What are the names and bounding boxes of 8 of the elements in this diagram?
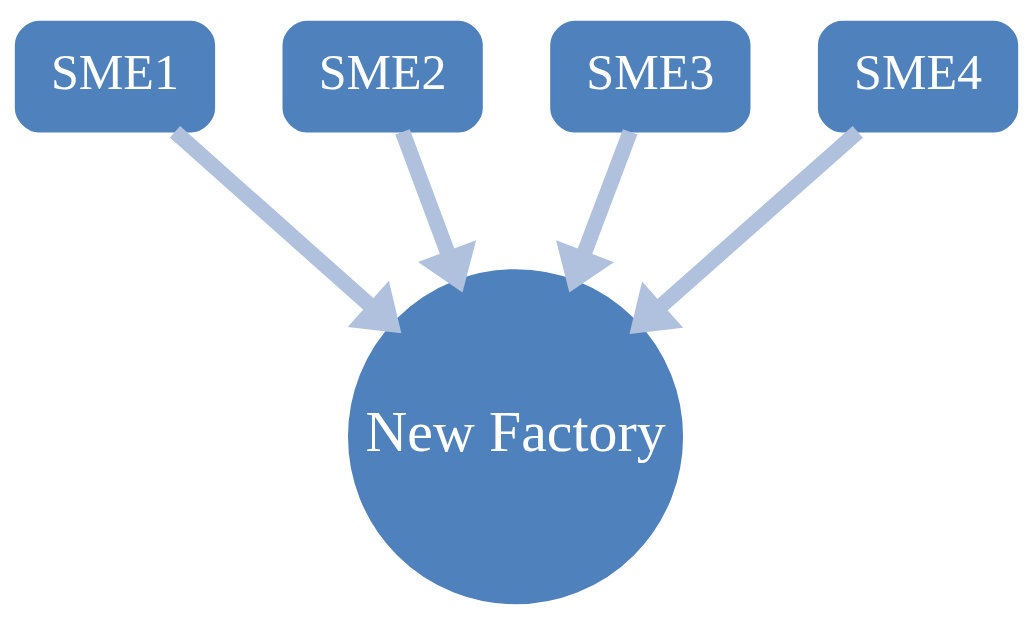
- node-box: SME2: [282, 20, 483, 133]
- node-box: SME3: [550, 20, 751, 133]
- node-box: SME1: [14, 20, 216, 133]
- node-box: SME4: [817, 20, 1019, 133]
- arrow: [629, 126, 863, 334]
- arrow: [169, 126, 402, 334]
- arrow: [556, 129, 638, 293]
- arrow: [395, 129, 477, 293]
